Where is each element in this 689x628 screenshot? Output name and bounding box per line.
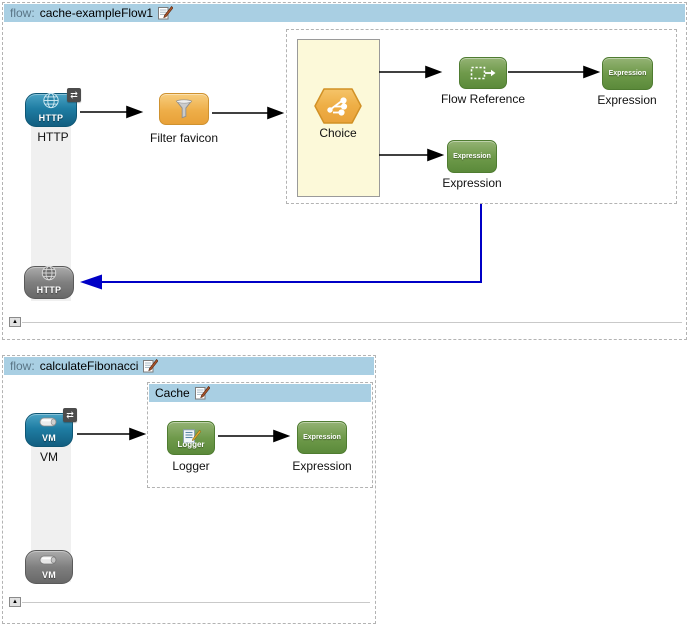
cache-title: Cache — [155, 386, 190, 400]
expression-a-label: Expression — [597, 93, 657, 107]
bidirectional-arrows-badge[interactable]: ⇄ — [67, 88, 81, 102]
expression-a-text: Expression — [608, 70, 647, 77]
flow-container-calculatefibonacci[interactable]: flow: calculateFibonacci — [2, 355, 376, 624]
choice-scope-container[interactable]: Choice Flow Reference Expression Express… — [286, 29, 677, 204]
expression-b-label: Expression — [442, 176, 502, 190]
expression-component-b[interactable]: Expression — [447, 140, 497, 173]
flow2-footer-divider — [22, 602, 370, 603]
collapse-icon[interactable]: ▲ — [9, 597, 21, 607]
http-source-text: HTTP — [38, 113, 64, 123]
collapse-icon[interactable]: ▲ — [9, 317, 21, 327]
filter-label: Filter favicon — [149, 131, 219, 145]
funnel-icon — [173, 98, 195, 120]
http-response-text: HTTP — [36, 285, 62, 295]
logger-component[interactable]: Logger — [167, 421, 215, 455]
flow-reference-component[interactable] — [459, 57, 507, 89]
flow-reference-icon — [470, 65, 496, 81]
flow1-header-bar[interactable]: flow: cache-exampleFlow1 — [4, 4, 685, 22]
vm-source-text: VM — [41, 433, 57, 443]
flow1-name: cache-exampleFlow1 — [39, 6, 154, 20]
filter-component[interactable] — [159, 93, 209, 125]
vm-response-text: VM — [41, 570, 57, 580]
branch-icon — [327, 97, 348, 116]
edit-icon[interactable] — [143, 359, 159, 373]
vm-response-endpoint[interactable]: VM — [25, 550, 73, 584]
logger-text: Logger — [177, 440, 205, 449]
flow-kind-label: flow: — [10, 6, 35, 20]
choice-label: Choice — [319, 126, 357, 140]
flow1-footer-divider — [22, 322, 682, 323]
choice-router[interactable] — [314, 88, 362, 129]
edit-icon[interactable] — [194, 386, 210, 400]
globe-icon — [43, 92, 60, 114]
expression-cache-text: Expression — [303, 434, 341, 441]
vm-source-endpoint[interactable]: VM ⇄ — [25, 408, 77, 447]
vm-source-label: VM — [40, 450, 58, 464]
flow-kind-label: flow: — [10, 359, 35, 373]
http-source-label: HTTP — [37, 130, 69, 144]
expression-cache-label: Expression — [292, 459, 352, 473]
bidirectional-arrows-badge[interactable]: ⇄ — [63, 408, 77, 422]
expression-component-a[interactable]: Expression — [602, 57, 653, 90]
expression-b-text: Expression — [453, 153, 491, 160]
http-source-endpoint[interactable]: HTTP ⇄ — [25, 88, 81, 127]
flow-container-cache-exampleflow1[interactable]: flow: cache-exampleFlow1 — [2, 2, 687, 340]
document-pencil-icon — [181, 429, 201, 444]
cache-header-bar[interactable]: Cache — [149, 384, 371, 402]
flow2-name: calculateFibonacci — [39, 359, 139, 373]
edit-icon[interactable] — [158, 6, 174, 20]
expression-component-cache[interactable]: Expression — [297, 421, 347, 454]
http-response-endpoint[interactable]: HTTP — [24, 265, 74, 299]
logger-label: Logger — [172, 459, 210, 473]
globe-icon — [41, 265, 57, 286]
flow-reference-label: Flow Reference — [440, 92, 526, 106]
flow2-header-bar[interactable]: flow: calculateFibonacci — [4, 357, 374, 375]
cylinder-icon — [39, 415, 59, 433]
cache-scope-container[interactable]: Cache — [147, 382, 373, 488]
cylinder-icon — [39, 553, 59, 571]
